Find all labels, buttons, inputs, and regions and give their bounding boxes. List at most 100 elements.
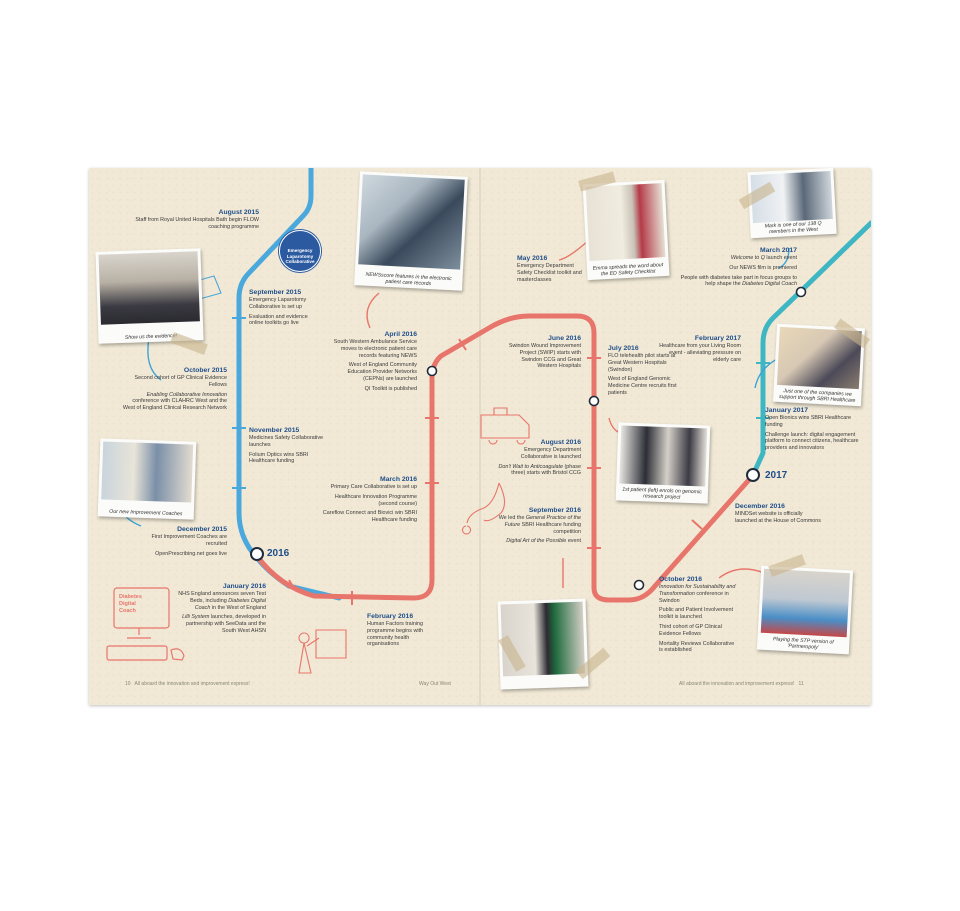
photo-image [358,174,465,270]
year-2016: 2016 [267,548,290,559]
footer-tagline-left: All aboard the innovation and improvemen… [134,681,250,687]
event-text: Folium Optics wins SBRI Healthcare fundi… [249,451,309,465]
brochure-spread: Emergency Laparotomy Collaborative Diabe… [89,168,871,705]
event-text: Second cohort of GP Clinical Evidence Fe… [134,375,228,388]
photo-caption: 1st patient (left) enrols on genomic res… [622,486,702,501]
event-feb2017: February 2017 Healthcare from your Livin… [659,334,741,366]
event-text: QI Toolkit is published [364,385,417,392]
footer-right: All aboard the innovation and improvemen… [679,681,804,687]
photo-image [585,183,666,261]
route-line-2017 [750,220,871,478]
event-italic: Diabetes Digital Coach [194,597,266,611]
photo-caption: Emma spreads the word about the ED Safet… [592,262,664,278]
event-date: August 2015 [218,209,259,216]
event-date: February 2017 [694,335,741,342]
event-jun2016: June 2016 Swindon Wound Improvement Proj… [501,334,581,373]
event-sep2016: September 2016 We led the General Practi… [491,506,581,548]
event-date: July 2016 [608,345,639,352]
station-apr2016 [426,365,438,377]
event-text: Our NEWS film is premiered [729,264,797,271]
event-text: Swindon Wound Improvement Project (SWIP)… [508,343,581,370]
photo-emma: Emma spreads the word about the ED Safet… [582,179,670,281]
event-text: Healthcare Innovation Programme (second … [334,493,417,507]
event-italic: Enabling Collaborative Innovation [146,391,227,398]
photo-coaches: Our new Improvement Coaches [97,438,197,520]
event-italic: Don't Wait to Anticoagulate [498,463,564,470]
event-text: MINDSet website is officially launched a… [735,511,822,524]
event-text: OpenPrescribing.net goes live [155,550,227,557]
footer-center: Way Out West [419,681,451,687]
event-italic: Diabetes Digital Coach [742,281,797,288]
event-nov2015: November 2015 Medicines Safety Collabora… [249,426,324,468]
event-text: Human Factors training programme begins … [367,621,424,648]
event-apr2016: April 2016 South Western Ambulance Servi… [329,330,417,396]
event-text: NHS England announces seven Test Beds, i… [178,591,266,604]
photo-image [98,251,200,325]
paper-texture [89,168,871,705]
coach-logo-line2: Digital [119,601,136,607]
event-text: First Improvement Coaches are recruited [151,534,228,547]
event-jul2016: July 2016 FLO telehealth pilot starts at… [608,344,686,400]
event-date: December 2015 [177,526,227,533]
event-text: Primary Care Collaborative is set up [330,484,417,490]
event-text: event [567,538,581,545]
event-text: FLO telehealth pilot starts at Great Wes… [608,353,676,373]
page-fold [479,168,481,705]
photo-caption: Just one of the companies we support thr… [778,388,856,404]
event-text: in the West of England [211,604,266,611]
event-text: Emergency Department Safety Checklist to… [517,263,582,283]
event-italic: Welcome to Q [730,255,765,261]
event-text: South Western Ambulance Service moves to… [333,339,417,359]
event-date: October 2016 [659,576,703,583]
event-jan2016: January 2016 NHS England announces seven… [174,582,266,638]
event-date: December 2016 [735,503,785,510]
event-italic: Digital Art of the Possible [506,538,567,545]
event-date: October 2015 [183,367,227,374]
event-text: conference in Swindon [659,590,729,604]
footer-title: Way Out West [419,681,451,687]
photo-image [760,568,850,638]
event-italic: General Practice of the Future [504,515,581,528]
photo-image [101,441,194,503]
event-text: (phase three) starts with Bristol CCG [511,463,581,477]
footer-tagline-right: All aboard the innovation and improvemen… [679,681,795,687]
station-mar2017 [795,286,807,298]
event-date: March 2016 [379,476,417,483]
event-date: September 2015 [249,289,302,296]
event-aug2015: August 2015 Staff from Royal United Hosp… [129,208,259,234]
page-number-right: 11 [798,681,804,687]
event-text: Public and Patient Involvement toolkit i… [659,607,734,621]
photo-genomic: 1st patient (left) enrols on genomic res… [615,422,711,504]
event-date: May 2016 [517,255,548,262]
event-text: Medicines Safety Collaborative launches [249,435,324,448]
event-may2016: May 2016 Emergency Department Safety Che… [517,254,587,286]
event-date: January 2016 [222,583,266,590]
event-dec2015: December 2015 First Improvement Coaches … [137,525,228,560]
event-mar2017: March 2017 Welcome to Q launch event Our… [677,246,797,291]
event-date: January 2017 [765,407,809,414]
event-date: April 2016 [384,331,418,338]
photo-mark: Mark is one of our 138 Q members in the … [747,168,837,239]
event-text: Emergency Department Collaborative is la… [520,447,581,460]
event-text: Third cohort of GP Clinical Evidence Fel… [659,623,722,637]
station-jul2016 [588,395,600,407]
event-text: West of England Genomic Medicine Centre … [608,376,677,396]
event-text: conference with CLAHRC West and the West… [122,398,227,412]
photo-evidence: Show us the evidence! [95,248,204,344]
event-text: Evaluation and evidence online toolkits … [249,313,308,327]
computer-doodle [106,587,185,661]
emergency-laparotomy-badge: Emergency Laparotomy Collaborative [279,230,321,272]
event-text: People with diabetes take part in focus … [680,274,797,288]
event-date: November 2015 [249,427,300,434]
event-text: We led the [498,515,525,521]
station-2016 [250,547,264,561]
event-text: Emergency Laparotomy Collaborative is se… [249,297,307,310]
event-date: February 2016 [367,613,414,620]
diabetes-digital-coach-logo: Diabetes Digital Coach [119,594,164,615]
event-feb2016: February 2016 Human Factors training pro… [367,612,442,651]
photo-partneropoly: Playing the STP version of 'Partneropoly… [756,565,854,655]
event-text: Mortality Reviews Collaborative is estab… [659,640,735,654]
coach-logo-line3: Coach [119,608,136,614]
timeline-route [106,168,871,674]
event-date: June 2016 [548,335,581,342]
